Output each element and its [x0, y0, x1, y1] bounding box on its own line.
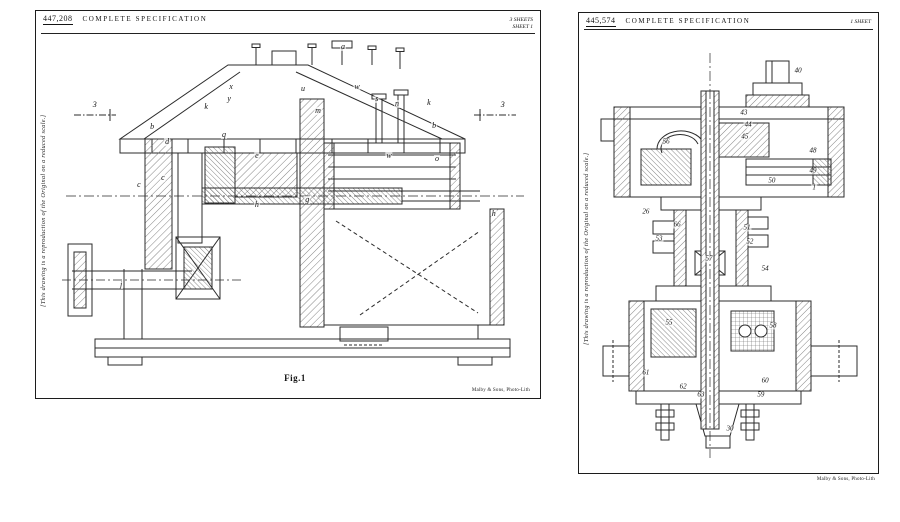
part-label-q: q: [221, 129, 228, 139]
part-label-59: 59: [756, 390, 766, 399]
part-label-52: 52: [745, 237, 755, 246]
part-label-51: 51: [742, 223, 752, 232]
figure-caption: Fig.1: [284, 373, 306, 383]
part-label-62: 62: [678, 382, 688, 391]
sheet-count: 3 SHEETS SHEET 1: [510, 17, 533, 31]
part-label-u: u: [299, 84, 306, 94]
part-label-n: n: [393, 98, 400, 108]
part-label-43: 43: [739, 108, 749, 117]
part-label-40: 40: [793, 66, 803, 75]
part-label-w: w: [353, 81, 361, 91]
part-label-1: 1: [811, 183, 817, 192]
part-label-53: 53: [654, 234, 664, 243]
sheet-count-line1: 1 SHEET: [850, 19, 871, 25]
gearbox-section-geometry: [62, 40, 524, 366]
printer-credit: Malby & Sons, Photo-Lith: [816, 477, 875, 482]
drawing-spindle-section: 40 43 44 45 56 48 49 50 1 26 66 53 51 52 57 54 55 58 61 62 6…: [599, 53, 861, 458]
part-label-h: h: [490, 208, 497, 218]
part-label-c: c: [136, 179, 142, 189]
patent-number: 447,208: [43, 14, 73, 25]
part-label-b: b: [149, 121, 156, 131]
part-label-48: 48: [808, 146, 818, 155]
sheet-count: 1 SHEET: [850, 19, 871, 26]
patent-number: 445,574: [586, 16, 616, 27]
patent-sheet-left: 447,208 COMPLETE SPECIFICATION 3 SHEETS …: [35, 10, 541, 399]
part-label-58: 58: [768, 321, 778, 330]
sheet-header-left: 447,208 COMPLETE SPECIFICATION 3 SHEETS …: [41, 13, 535, 34]
sheet-count-line2: SHEET 1: [512, 23, 533, 30]
patent-sheet-right: 445,574 COMPLETE SPECIFICATION 1 SHEET […: [578, 12, 879, 482]
spec-title: COMPLETE SPECIFICATION: [625, 17, 751, 25]
part-label-66: 66: [672, 220, 682, 229]
spec-title: COMPLETE SPECIFICATION: [82, 15, 208, 23]
part-label-k: k: [203, 101, 209, 111]
part-label-55: 55: [664, 318, 674, 327]
part-label-49: 49: [808, 166, 818, 175]
part-label-45: 45: [740, 132, 750, 141]
part-label-w: w: [385, 150, 393, 160]
margin-note: [This drawing is a reproduction of the O…: [583, 152, 590, 346]
spindle-part-labels: 40 43 44 45 56 48 49 50 1 26 66 53 51 52 57 54 55 58 61 62 6…: [599, 53, 861, 458]
part-label-26: 26: [641, 207, 651, 216]
sheet-count-line1: 3 SHEETS: [509, 17, 533, 23]
sheet-header-right: 445,574 COMPLETE SPECIFICATION 1 SHEET: [584, 15, 873, 30]
part-label-c: c: [160, 173, 166, 183]
margin-note: [This drawing is a reproduction of the O…: [40, 114, 47, 307]
part-label-m: m: [314, 106, 322, 116]
part-label-50: 50: [767, 176, 777, 185]
part-label-61: 61: [641, 368, 651, 377]
fig1-cross-section-drawing: [62, 40, 524, 366]
part-label-3: 3: [91, 99, 98, 109]
part-label-60: 60: [760, 376, 770, 385]
part-label-56: 56: [661, 137, 671, 146]
part-label-54: 54: [760, 264, 770, 273]
part-label-y: y: [226, 94, 232, 104]
part-label-a: a: [339, 41, 346, 51]
part-label-b: b: [431, 120, 438, 130]
part-label-h: h: [253, 199, 260, 209]
part-label-e: e: [254, 150, 260, 160]
part-label-d: d: [164, 137, 171, 147]
part-label-g: g: [304, 195, 311, 205]
printer-credit: Malby & Sons, Photo-Lith: [471, 388, 530, 393]
part-label-30: 30: [725, 424, 735, 433]
part-label-j: j: [118, 279, 124, 289]
part-label-s: s: [374, 94, 380, 104]
part-label-57: 57: [704, 254, 714, 263]
part-label-o: o: [433, 154, 440, 164]
spindle-section-geometry: [600, 53, 858, 458]
part-label-3: 3: [499, 99, 506, 109]
part-label-x: x: [228, 81, 234, 91]
part-label-k: k: [426, 98, 432, 108]
spindle-cross-section-drawing: [600, 53, 858, 458]
part-label-63: 63: [696, 390, 706, 399]
part-label-44: 44: [743, 120, 753, 129]
